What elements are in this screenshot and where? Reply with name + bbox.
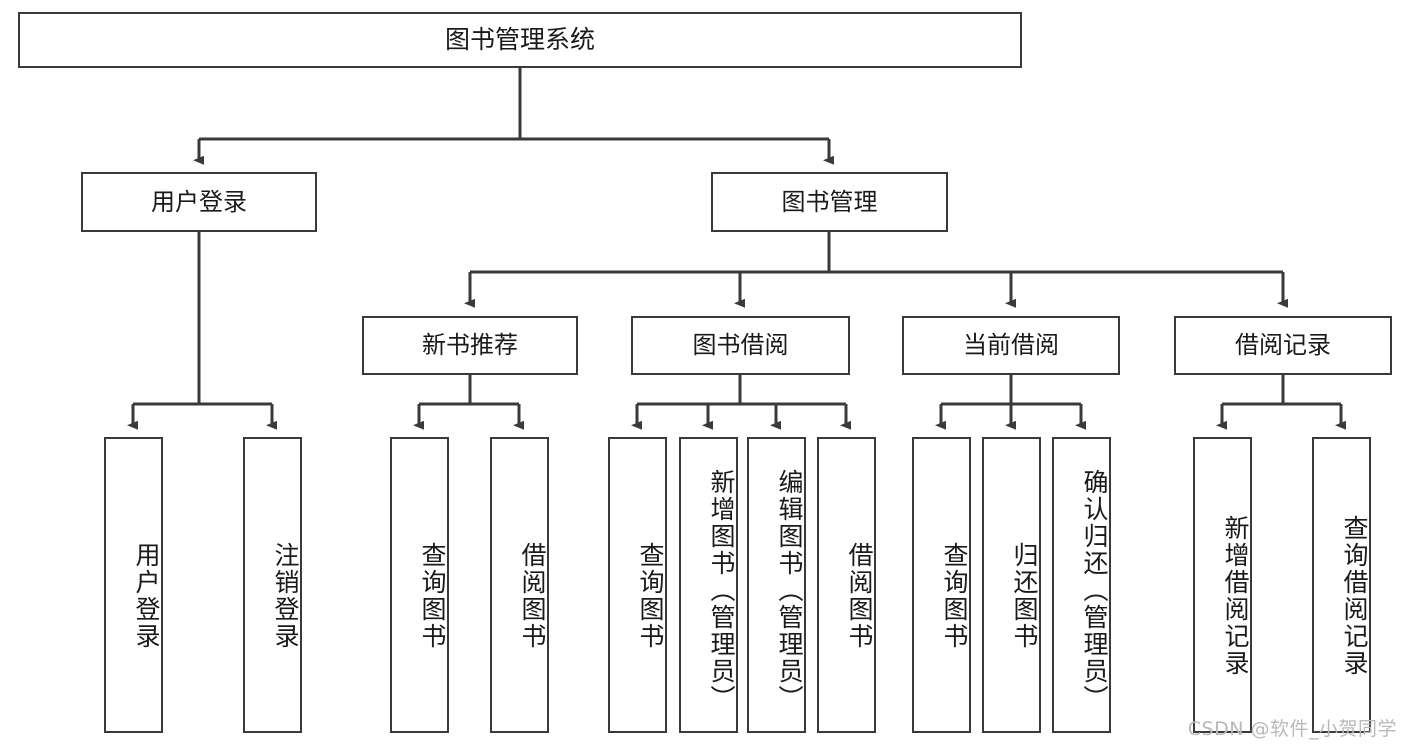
node-user-login[interactable]: 用户登录 — [81, 172, 317, 232]
node-label: 注销登录 — [271, 542, 300, 650]
node-current-borrow[interactable]: 当前借阅 — [902, 316, 1120, 375]
node-book-borrow[interactable]: 图书借阅 — [631, 316, 850, 375]
node-new-book-recommend[interactable]: 新书推荐 — [362, 316, 578, 375]
node-label: 借阅图书 — [845, 542, 874, 650]
node-label: 新增借阅记录 — [1221, 515, 1250, 677]
leaf-user-login-logout[interactable]: 注销登录 — [243, 437, 302, 733]
node-label: 编辑图书（管理员） — [775, 468, 804, 712]
node-label: 图书管理 — [781, 187, 878, 216]
leaf-current-borrow-confirm-return-admin[interactable]: 确认归还（管理员） — [1052, 437, 1111, 733]
leaf-book-borrow-add-book-admin[interactable]: 新增图书（管理员） — [679, 437, 738, 733]
node-label: 当前借阅 — [963, 331, 1059, 360]
node-label: 查询图书 — [636, 542, 665, 650]
leaf-new-book-query-book[interactable]: 查询图书 — [390, 437, 449, 733]
node-label: 用户登录 — [132, 542, 161, 650]
node-label: 查询图书 — [418, 542, 447, 650]
node-label: 查询借阅记录 — [1340, 515, 1369, 677]
node-label: 图书管理系统 — [444, 25, 595, 55]
leaf-new-book-borrow-book[interactable]: 借阅图书 — [490, 437, 549, 733]
node-label: 图书借阅 — [692, 331, 789, 360]
node-label: 借阅记录 — [1235, 331, 1331, 360]
leaf-book-borrow-borrow-book[interactable]: 借阅图书 — [817, 437, 876, 733]
leaf-book-borrow-query-book[interactable]: 查询图书 — [608, 437, 667, 733]
node-book-management[interactable]: 图书管理 — [711, 172, 948, 232]
node-label: 归还图书 — [1010, 542, 1039, 650]
node-label: 查询图书 — [940, 542, 969, 650]
node-label: 新增图书（管理员） — [707, 468, 736, 712]
leaf-user-login-login[interactable]: 用户登录 — [104, 437, 163, 733]
node-label: 新书推荐 — [422, 331, 518, 360]
leaf-book-borrow-edit-book-admin[interactable]: 编辑图书（管理员） — [747, 437, 806, 733]
node-root-book-management-system[interactable]: 图书管理系统 — [18, 12, 1022, 68]
node-borrow-record[interactable]: 借阅记录 — [1174, 316, 1392, 375]
node-label: 借阅图书 — [518, 542, 547, 650]
leaf-current-borrow-query-book[interactable]: 查询图书 — [912, 437, 971, 733]
node-label: 用户登录 — [151, 187, 247, 216]
node-label: 确认归还（管理员） — [1080, 468, 1109, 712]
leaf-current-borrow-return-book[interactable]: 归还图书 — [982, 437, 1041, 733]
leaf-borrow-record-add-record[interactable]: 新增借阅记录 — [1193, 437, 1252, 733]
csdn-watermark: CSDN @软件_小贺同学 — [1187, 718, 1397, 740]
leaf-borrow-record-query-record[interactable]: 查询借阅记录 — [1312, 437, 1371, 733]
